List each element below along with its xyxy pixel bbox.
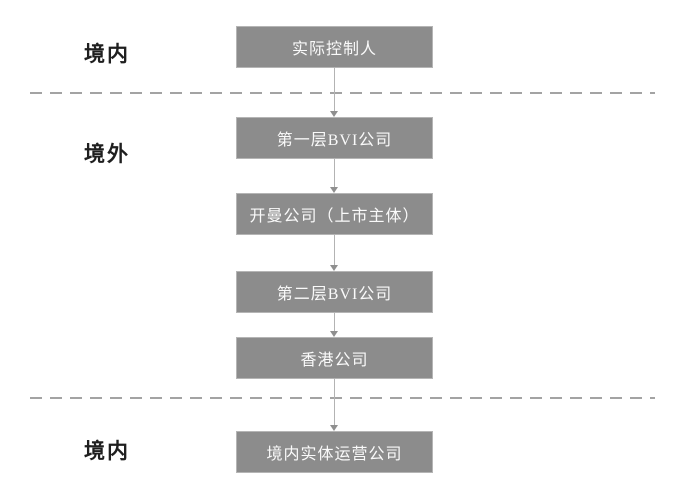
node-label: 香港公司	[300, 352, 369, 369]
node-label: 第二层BVI公司	[276, 286, 393, 303]
node-label: 第一层BVI公司	[276, 132, 393, 149]
node-bvi-layer-1: 第一层BVI公司	[237, 118, 432, 158]
arrow-line	[334, 159, 335, 187]
node-hongkong-company: 香港公司	[237, 338, 432, 378]
dashed-divider-top	[30, 92, 655, 94]
arrow-line	[334, 67, 335, 111]
arrow-down-icon	[330, 313, 339, 337]
node-cayman-listing-entity: 开曼公司（上市主体）	[237, 194, 432, 234]
arrow-down-icon	[330, 159, 339, 193]
arrow-head-icon	[330, 187, 338, 193]
arrow-line	[334, 235, 335, 265]
node-label: 开曼公司（上市主体）	[249, 208, 420, 225]
arrow-line	[334, 313, 335, 331]
node-domestic-operating-company: 境内实体运营公司	[237, 432, 432, 472]
region-label-overseas: 境外	[84, 142, 130, 166]
node-label: 实际控制人	[291, 41, 377, 58]
arrow-down-icon	[330, 235, 339, 271]
arrow-head-icon	[330, 111, 338, 117]
node-label: 境内实体运营公司	[266, 446, 403, 463]
dashed-divider-bottom	[30, 397, 655, 399]
arrow-head-icon	[330, 425, 338, 431]
region-label-domestic-bottom: 境内	[84, 439, 130, 463]
arrow-head-icon	[330, 265, 338, 271]
arrow-down-icon	[330, 67, 339, 117]
region-label-domestic-top: 境内	[84, 42, 130, 66]
arrow-line	[334, 378, 335, 425]
arrow-down-icon	[330, 378, 339, 431]
node-actual-controller: 实际控制人	[237, 27, 432, 67]
arrow-head-icon	[330, 331, 338, 337]
node-bvi-layer-2: 第二层BVI公司	[237, 272, 432, 312]
